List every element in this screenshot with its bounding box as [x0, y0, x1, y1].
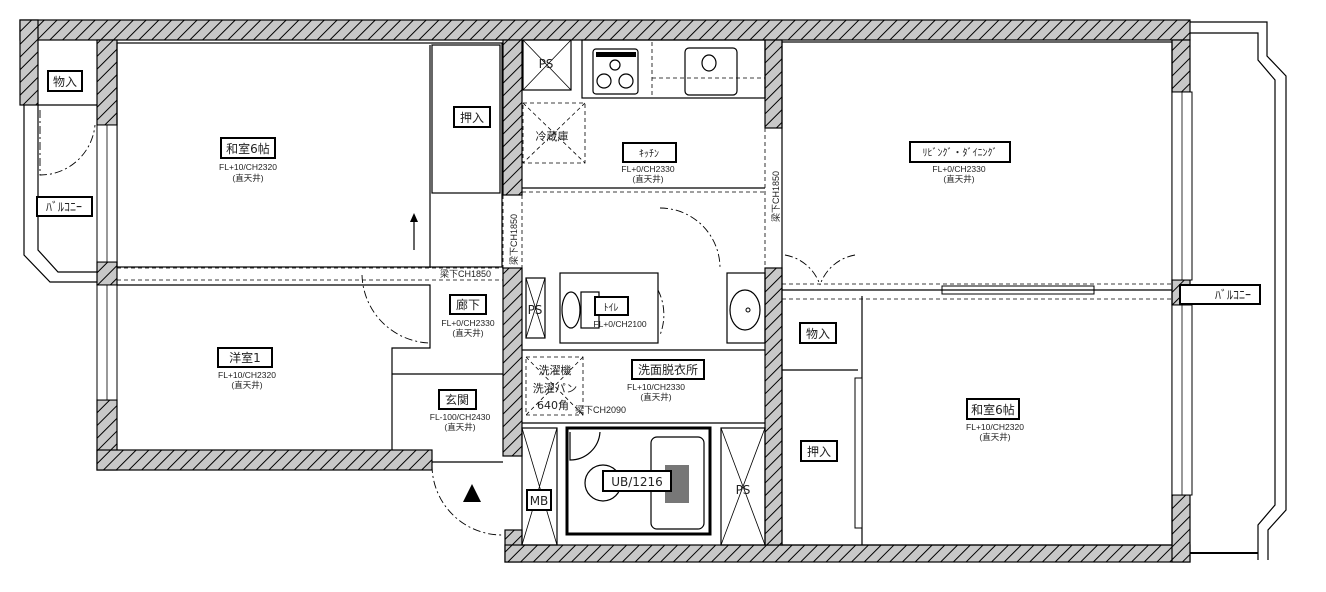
svg-text:ﾘﾋﾞﾝｸﾞ・ﾀﾞｲﾆﾝｸﾞ: ﾘﾋﾞﾝｸﾞ・ﾀﾞｲﾆﾝｸﾞ: [923, 147, 998, 159]
label-balcony-east: ﾊﾞﾙｺﾆｰ: [1179, 284, 1261, 305]
label-closet-east: 押入: [800, 440, 838, 462]
balcony-west-outline: [23, 104, 97, 283]
svg-text:FL+10/CH2330: FL+10/CH2330: [627, 382, 685, 392]
label-closet-north: 押入: [453, 106, 491, 128]
svg-text:UB/1216: UB/1216: [611, 475, 663, 489]
label-youshitsu: 洋室1 FL+10/CH2320(直天井): [217, 347, 276, 390]
svg-text:(直天井): (直天井): [232, 173, 263, 183]
label-entrance: 玄関 FL-100/CH2430(直天井): [430, 389, 491, 432]
svg-text:FL+10/CH2320: FL+10/CH2320: [218, 370, 276, 380]
label-storage-east: 物入: [799, 322, 837, 344]
svg-text:洋室1: 洋室1: [229, 350, 261, 365]
svg-text:MB: MB: [530, 494, 549, 508]
svg-text:(直天井): (直天井): [943, 174, 974, 184]
svg-text:洗濯機: 洗濯機: [539, 363, 572, 377]
windows: [96, 91, 1193, 496]
balcony-west-door: [39, 110, 96, 176]
svg-text:ﾄｲﾚ: ﾄｲﾚ: [604, 303, 619, 314]
svg-text:物入: 物入: [53, 75, 77, 89]
label-ps-kitchen: PS: [539, 57, 554, 71]
svg-text:FL+10/CH2320: FL+10/CH2320: [966, 422, 1024, 432]
label-washitsu-east: 和室6帖 FL+10/CH2320(直天井): [966, 398, 1024, 442]
svg-text:(直天井): (直天井): [632, 174, 663, 184]
svg-text:ｷｯﾁﾝ: ｷｯﾁﾝ: [639, 149, 659, 160]
svg-text:ﾊﾞﾙｺﾆｰ: ﾊﾞﾙｺﾆｰ: [1215, 288, 1251, 302]
room-labels: 物入 ﾊﾞﾙｺﾆｰ 和室6帖 FL+10/CH2320(直天井) 押入 梁下CH…: [36, 57, 1261, 511]
beam-note-washroom: 梁下CH2090: [575, 404, 626, 415]
walls: [19, 19, 1191, 563]
svg-text:ﾊﾞﾙｺﾆｰ: ﾊﾞﾙｺﾆｰ: [46, 200, 82, 214]
svg-text:押入: 押入: [460, 111, 484, 125]
label-mb: MB: [526, 489, 552, 511]
label-storage-nw: 物入: [47, 70, 83, 92]
label-washitsu-north: 和室6帖 FL+10/CH2320(直天井): [219, 137, 277, 183]
svg-text:640角: 640角: [537, 399, 569, 412]
label-living: ﾘﾋﾞﾝｸﾞ・ﾀﾞｲﾆﾝｸﾞ FL+0/CH2330(直天井): [909, 141, 1011, 184]
label-bath: UB/1216: [602, 470, 672, 492]
svg-text:(直天井): (直天井): [640, 392, 671, 402]
svg-text:廊下: 廊下: [456, 297, 480, 312]
beam-note-hall: 梁下CH1850: [440, 268, 491, 279]
svg-text:洗面脱衣所: 洗面脱衣所: [638, 362, 698, 377]
svg-text:押入: 押入: [807, 445, 831, 459]
svg-text:洗濯パン: 洗濯パン: [533, 382, 578, 395]
svg-text:玄関: 玄関: [445, 392, 469, 407]
label-washroom: 洗面脱衣所 FL+10/CH2330(直天井): [627, 359, 705, 402]
svg-text:(直天井): (直天井): [231, 380, 262, 390]
svg-text:(直天井): (直天井): [444, 422, 475, 432]
label-balcony-west: ﾊﾞﾙｺﾆｰ: [36, 196, 93, 217]
interior-lines: [116, 39, 1173, 546]
svg-text:FL-100/CH2430: FL-100/CH2430: [430, 412, 491, 422]
svg-text:FL+0/CH2330: FL+0/CH2330: [621, 164, 674, 174]
balcony-east-outline: [1190, 21, 1287, 560]
label-fridge: 冷蔵庫: [536, 129, 569, 143]
svg-text:和室6帖: 和室6帖: [226, 141, 270, 156]
svg-text:FL+0/CH2330: FL+0/CH2330: [932, 164, 985, 174]
label-ps-toilet: PS: [528, 303, 543, 317]
label-toilet: ﾄｲﾚ FL+0/CH2100: [593, 296, 647, 329]
svg-text:和室6帖: 和室6帖: [971, 402, 1015, 417]
svg-text:FL+10/CH2320: FL+10/CH2320: [219, 162, 277, 172]
beam-note-hall-vertical: 梁下CH1850: [508, 214, 519, 265]
label-washer: 洗濯機 洗濯パン 640角: [533, 363, 578, 412]
label-hallway: 廊下 FL+0/CH2330(直天井): [441, 294, 495, 338]
svg-text:FL+0/CH2330: FL+0/CH2330: [441, 318, 494, 328]
label-kitchen: ｷｯﾁﾝ FL+0/CH2330(直天井): [621, 142, 677, 184]
svg-text:物入: 物入: [806, 327, 830, 341]
svg-text:(直天井): (直天井): [452, 328, 483, 338]
svg-text:FL+0/CH2100: FL+0/CH2100: [593, 319, 646, 329]
svg-text:(直天井): (直天井): [979, 432, 1010, 442]
label-ps-bath: PS: [736, 483, 751, 497]
beam-note-kitchen: 梁下CH1850: [770, 171, 781, 222]
